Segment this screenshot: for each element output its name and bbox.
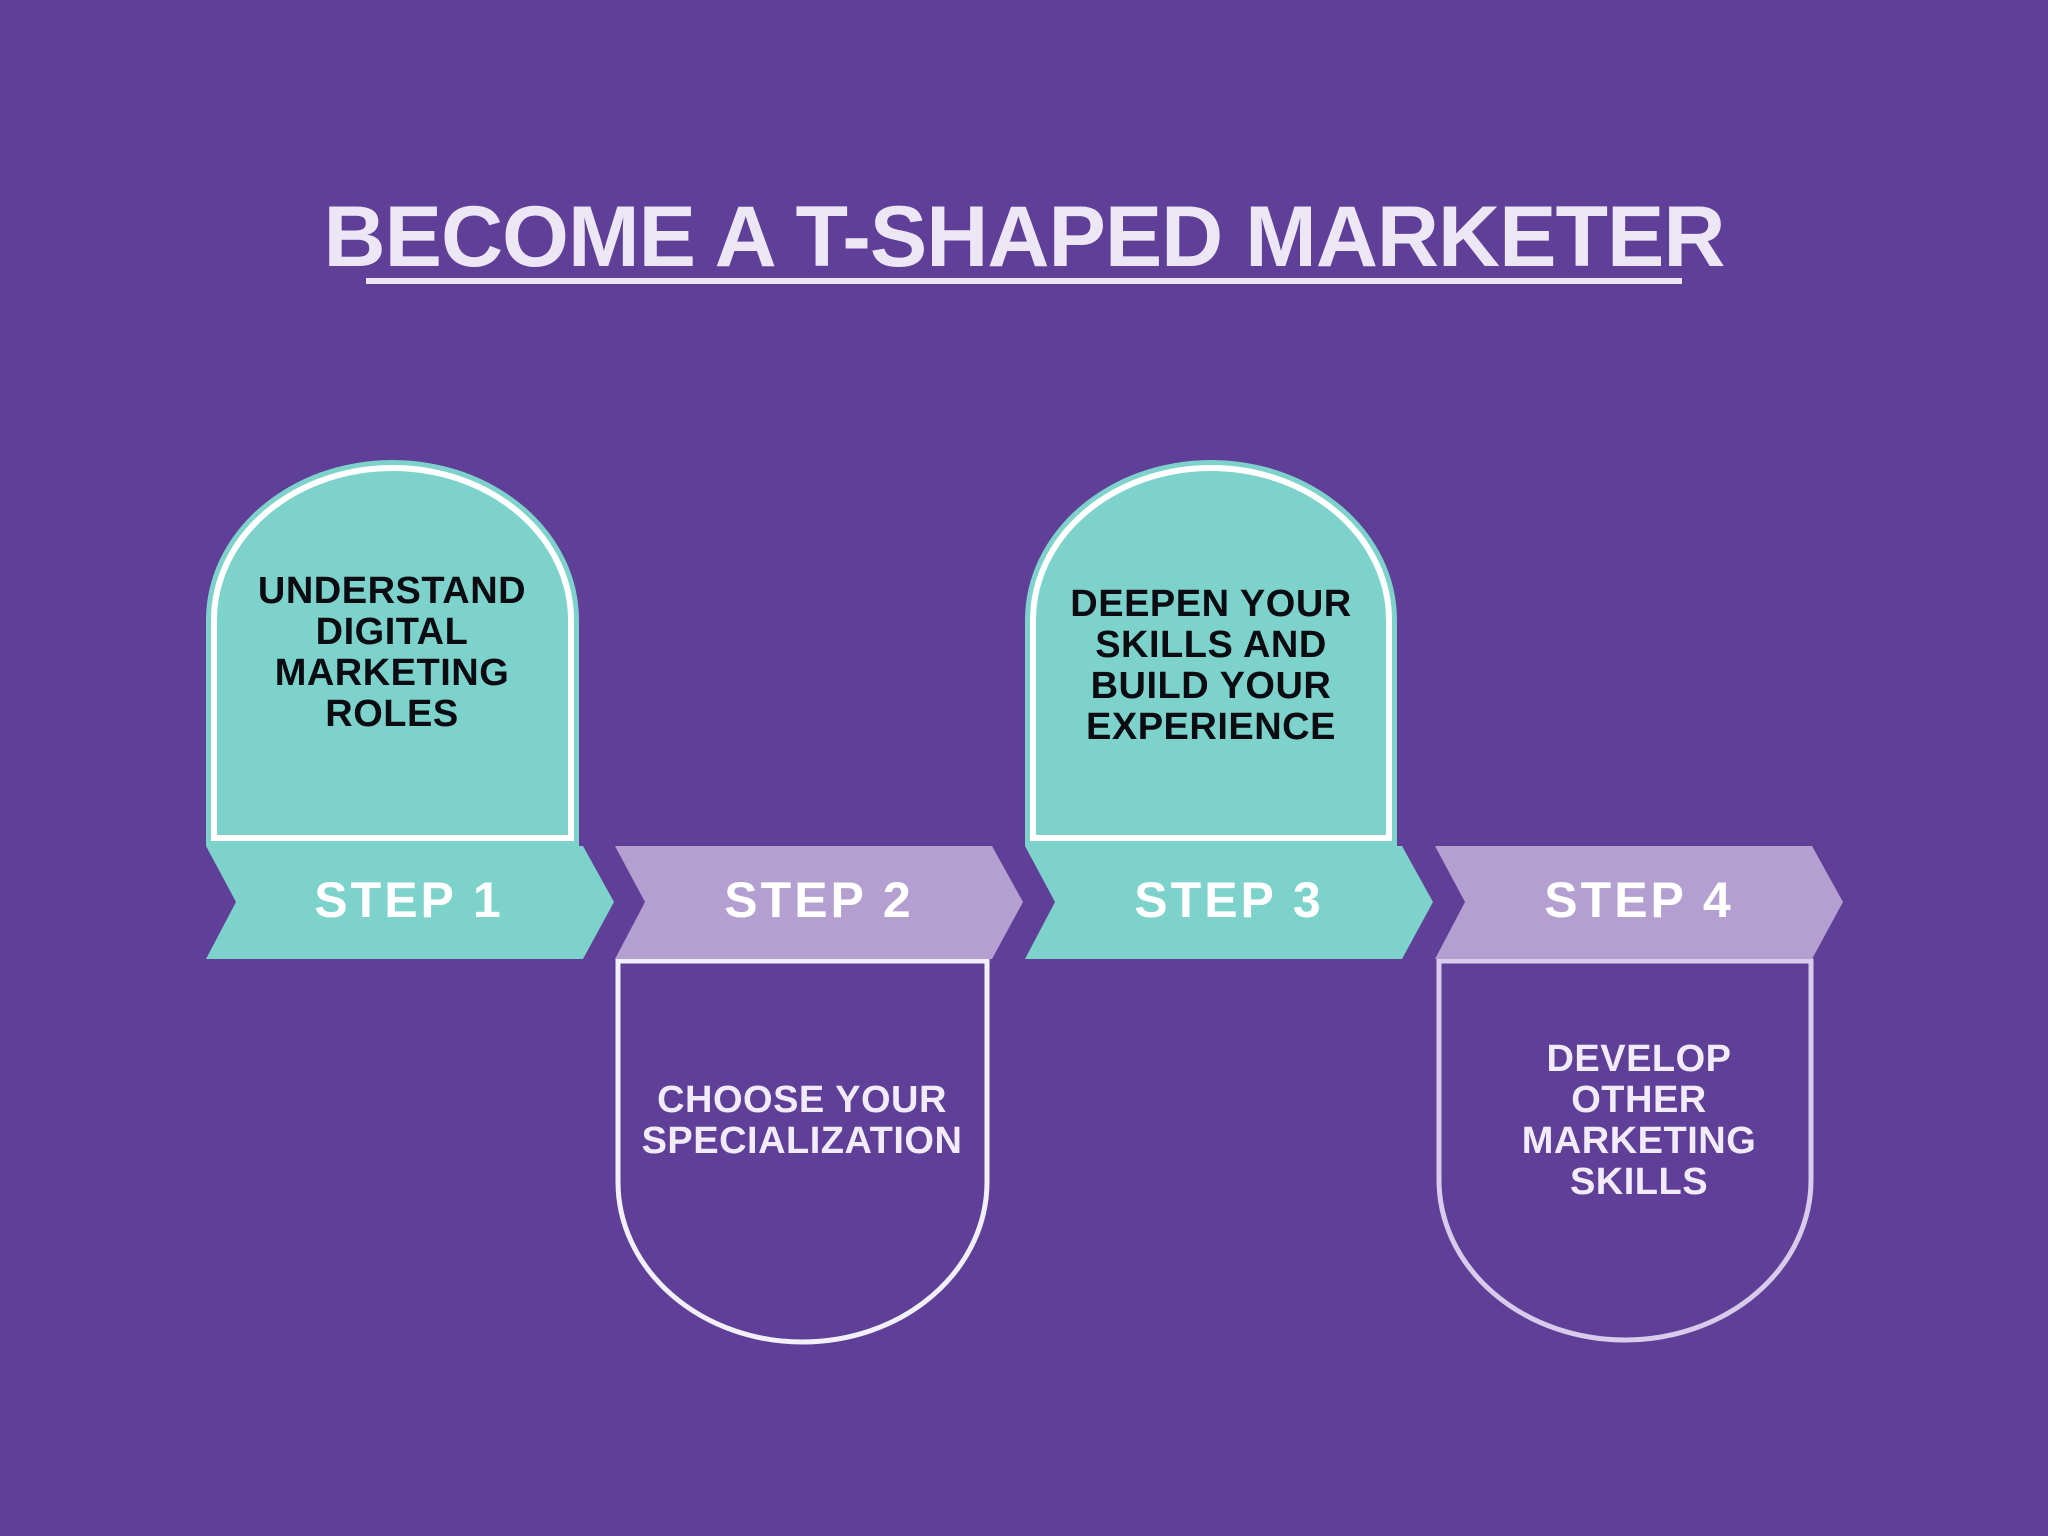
text-line: DEVELOP [1546,1038,1732,1080]
text-line: SKILLS AND [1095,624,1327,666]
text-line: DEEPEN YOUR [1070,583,1352,625]
page-title: BECOME A T-SHAPED MARKETER [323,189,1725,285]
step-4-banner [1435,846,1843,959]
step-3-banner [1025,846,1433,959]
step-1-banner [206,846,614,959]
step-2-label: STEP 2 [724,872,914,928]
text-line: OTHER [1571,1079,1707,1121]
step-4-label: STEP 4 [1544,872,1734,928]
step-2-text: CHOOSE YOUR SPECIALIZATION [622,1080,982,1162]
text-line: MARKETING [1521,1120,1757,1162]
text-line: UNDERSTAND [257,570,527,612]
step-2-card [615,958,990,1345]
step-1-card [206,460,579,846]
step-3-text: DEEPEN YOUR SKILLS AND BUILD YOUR EXPERI… [1031,584,1391,748]
text-line: CHOOSE YOUR [657,1079,947,1121]
step-3-card-outline [1030,465,1392,841]
text-line: MARKETING [274,652,510,694]
step-1-label: STEP 1 [314,872,504,928]
step-3-card [1025,460,1397,846]
text-line: BUILD YOUR [1090,665,1332,707]
text-line: EXPERIENCE [1086,706,1336,748]
title-underline [366,278,1682,284]
step-1-card-outline [211,465,574,841]
text-line: SKILLS [1569,1161,1709,1203]
step-2-banner [615,846,1023,959]
step-1-text: UNDERSTAND DIGITAL MARKETING ROLES [212,571,572,735]
text-line: ROLES [325,693,459,735]
step-4-text: DEVELOP OTHER MARKETING SKILLS [1459,1039,1819,1203]
step-4-card [1436,958,1814,1343]
text-line: DIGITAL [315,611,469,653]
text-line: SPECIALIZATION [641,1120,963,1162]
step-3-label: STEP 3 [1134,872,1324,928]
